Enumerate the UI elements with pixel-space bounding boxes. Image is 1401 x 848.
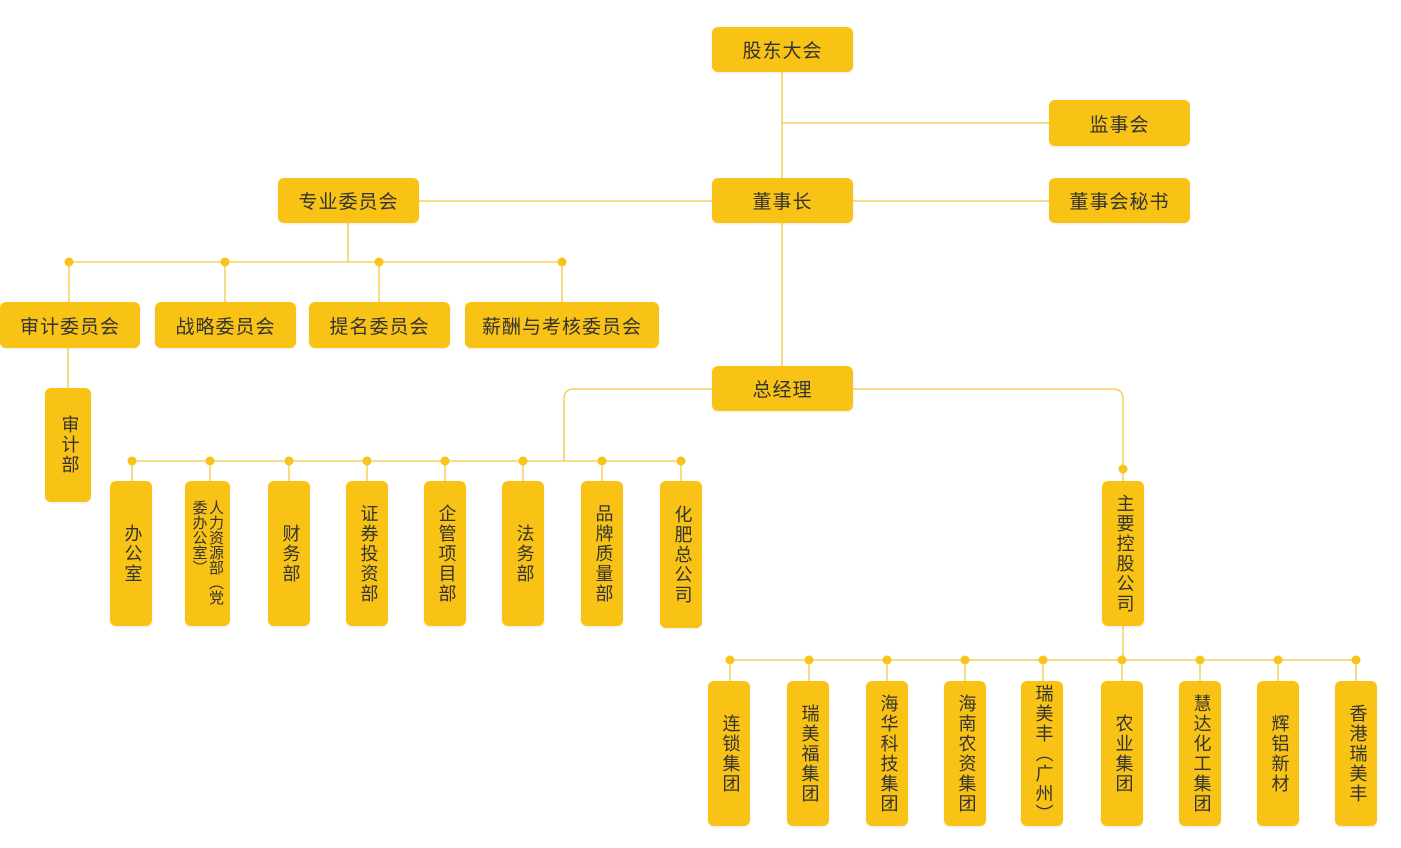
supervisory-board-node[interactable]: 监事会 bbox=[1049, 100, 1190, 146]
fertilizer-co-node[interactable]: 化肥总公司 bbox=[660, 481, 702, 628]
office-node[interactable]: 办公室 bbox=[110, 481, 152, 626]
agri-group-label: 农业集团 bbox=[1112, 713, 1134, 794]
huilv-material-label: 辉铝新材 bbox=[1268, 713, 1290, 794]
compensation-committee-node[interactable]: 薪酬与考核委员会 bbox=[465, 302, 659, 348]
haihua-tech-node[interactable]: 海华科技集团 bbox=[866, 681, 908, 826]
agri-group-node[interactable]: 农业集团 bbox=[1101, 681, 1143, 826]
office-label: 办公室 bbox=[121, 523, 143, 584]
audit-dept-node[interactable]: 审计部 bbox=[45, 388, 91, 502]
legal-dept-node[interactable]: 法务部 bbox=[502, 481, 544, 626]
haihua-tech-label: 海华科技集团 bbox=[877, 693, 899, 814]
connector-line-12 bbox=[563, 388, 712, 461]
finance-dept-label: 财务部 bbox=[279, 523, 301, 584]
ruimeifu-group-node[interactable]: 瑞美福集团 bbox=[787, 681, 829, 826]
hk-ruimeifeng-node[interactable]: 香港瑞美丰 bbox=[1335, 681, 1377, 826]
ruimeifeng-gz-label: 瑞美丰（广州） bbox=[1032, 683, 1054, 824]
special-committees-node[interactable]: 专业委员会 bbox=[278, 178, 419, 223]
hainan-agri-node[interactable]: 海南农资集团 bbox=[944, 681, 986, 826]
fertilizer-co-label: 化肥总公司 bbox=[671, 504, 693, 605]
chain-group-label: 连锁集团 bbox=[719, 713, 741, 794]
finance-dept-node[interactable]: 财务部 bbox=[268, 481, 310, 626]
chairman-node[interactable]: 董事长 bbox=[712, 178, 853, 223]
strategy-committee-node[interactable]: 战略委员会 bbox=[155, 302, 296, 348]
securities-dept-label: 证券投资部 bbox=[357, 503, 379, 604]
legal-dept-label: 法务部 bbox=[513, 523, 535, 584]
huida-chem-label: 慧达化工集团 bbox=[1190, 693, 1212, 814]
connector-line-13 bbox=[853, 388, 1124, 469]
audit-committee-node[interactable]: 审计委员会 bbox=[0, 302, 140, 348]
hr-dept-node[interactable]: 人力资源部（党委办公室） bbox=[185, 481, 230, 626]
nomination-committee-node[interactable]: 提名委员会 bbox=[309, 302, 450, 348]
hk-ruimeifeng-label: 香港瑞美丰 bbox=[1346, 703, 1368, 804]
general-manager-node[interactable]: 总经理 bbox=[712, 366, 853, 411]
holding-companies-label: 主要控股公司 bbox=[1113, 493, 1135, 614]
holding-companies-node[interactable]: 主要控股公司 bbox=[1102, 481, 1144, 626]
audit-dept-label: 审计部 bbox=[58, 415, 80, 475]
brand-dept-node[interactable]: 品牌质量部 bbox=[581, 481, 623, 626]
huilv-material-node[interactable]: 辉铝新材 bbox=[1257, 681, 1299, 826]
project-dept-label: 企管项目部 bbox=[435, 503, 457, 604]
hr-dept-label: 人力资源部（党委办公室） bbox=[190, 499, 226, 605]
project-dept-node[interactable]: 企管项目部 bbox=[424, 481, 466, 626]
ruimeifeng-gz-node[interactable]: 瑞美丰（广州） bbox=[1021, 681, 1063, 826]
huida-chem-node[interactable]: 慧达化工集团 bbox=[1179, 681, 1221, 826]
board-secretary-node[interactable]: 董事会秘书 bbox=[1049, 178, 1190, 223]
brand-dept-label: 品牌质量部 bbox=[592, 503, 614, 604]
ruimeifu-group-label: 瑞美福集团 bbox=[798, 703, 820, 804]
hainan-agri-label: 海南农资集团 bbox=[955, 693, 977, 814]
shareholders-node[interactable]: 股东大会 bbox=[712, 27, 853, 72]
securities-dept-node[interactable]: 证券投资部 bbox=[346, 481, 388, 626]
chain-group-node[interactable]: 连锁集团 bbox=[708, 681, 750, 826]
